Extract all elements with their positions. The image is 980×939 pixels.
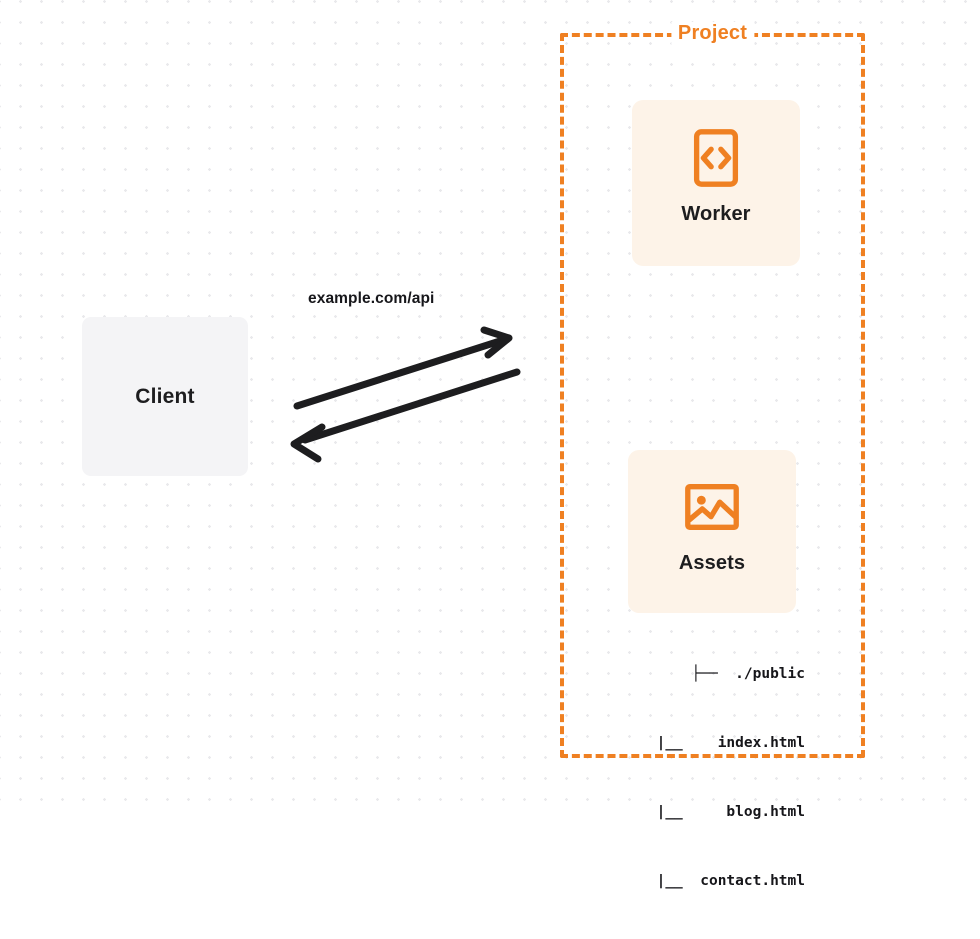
architecture-diagram-canvas: Client example.com/api Project Worker	[0, 0, 980, 889]
file-tree-line: |__ blog.html	[656, 804, 805, 820]
assets-file-tree: ├── ./public |__ index.html |__ blog.htm…	[600, 617, 805, 939]
client-label: Client	[135, 384, 195, 408]
image-picture-icon	[685, 483, 739, 531]
arrow-left-icon	[290, 368, 521, 463]
assets-node[interactable]: Assets	[628, 450, 796, 613]
file-tree-line: ├── ./public	[691, 666, 806, 682]
arrow-right-icon	[293, 326, 513, 410]
project-boundary: Project	[560, 22, 865, 758]
worker-label: Worker	[681, 203, 751, 225]
client-node[interactable]: Client	[82, 317, 248, 476]
connection-label: example.com/api	[308, 290, 435, 307]
assets-label: Assets	[678, 552, 746, 574]
file-tree-line: |__ index.html	[656, 735, 805, 751]
code-brackets-icon	[693, 129, 739, 187]
project-title: Project	[670, 22, 755, 45]
worker-node[interactable]: Worker	[632, 100, 800, 266]
file-tree-line: |__ contact.html	[656, 873, 805, 889]
